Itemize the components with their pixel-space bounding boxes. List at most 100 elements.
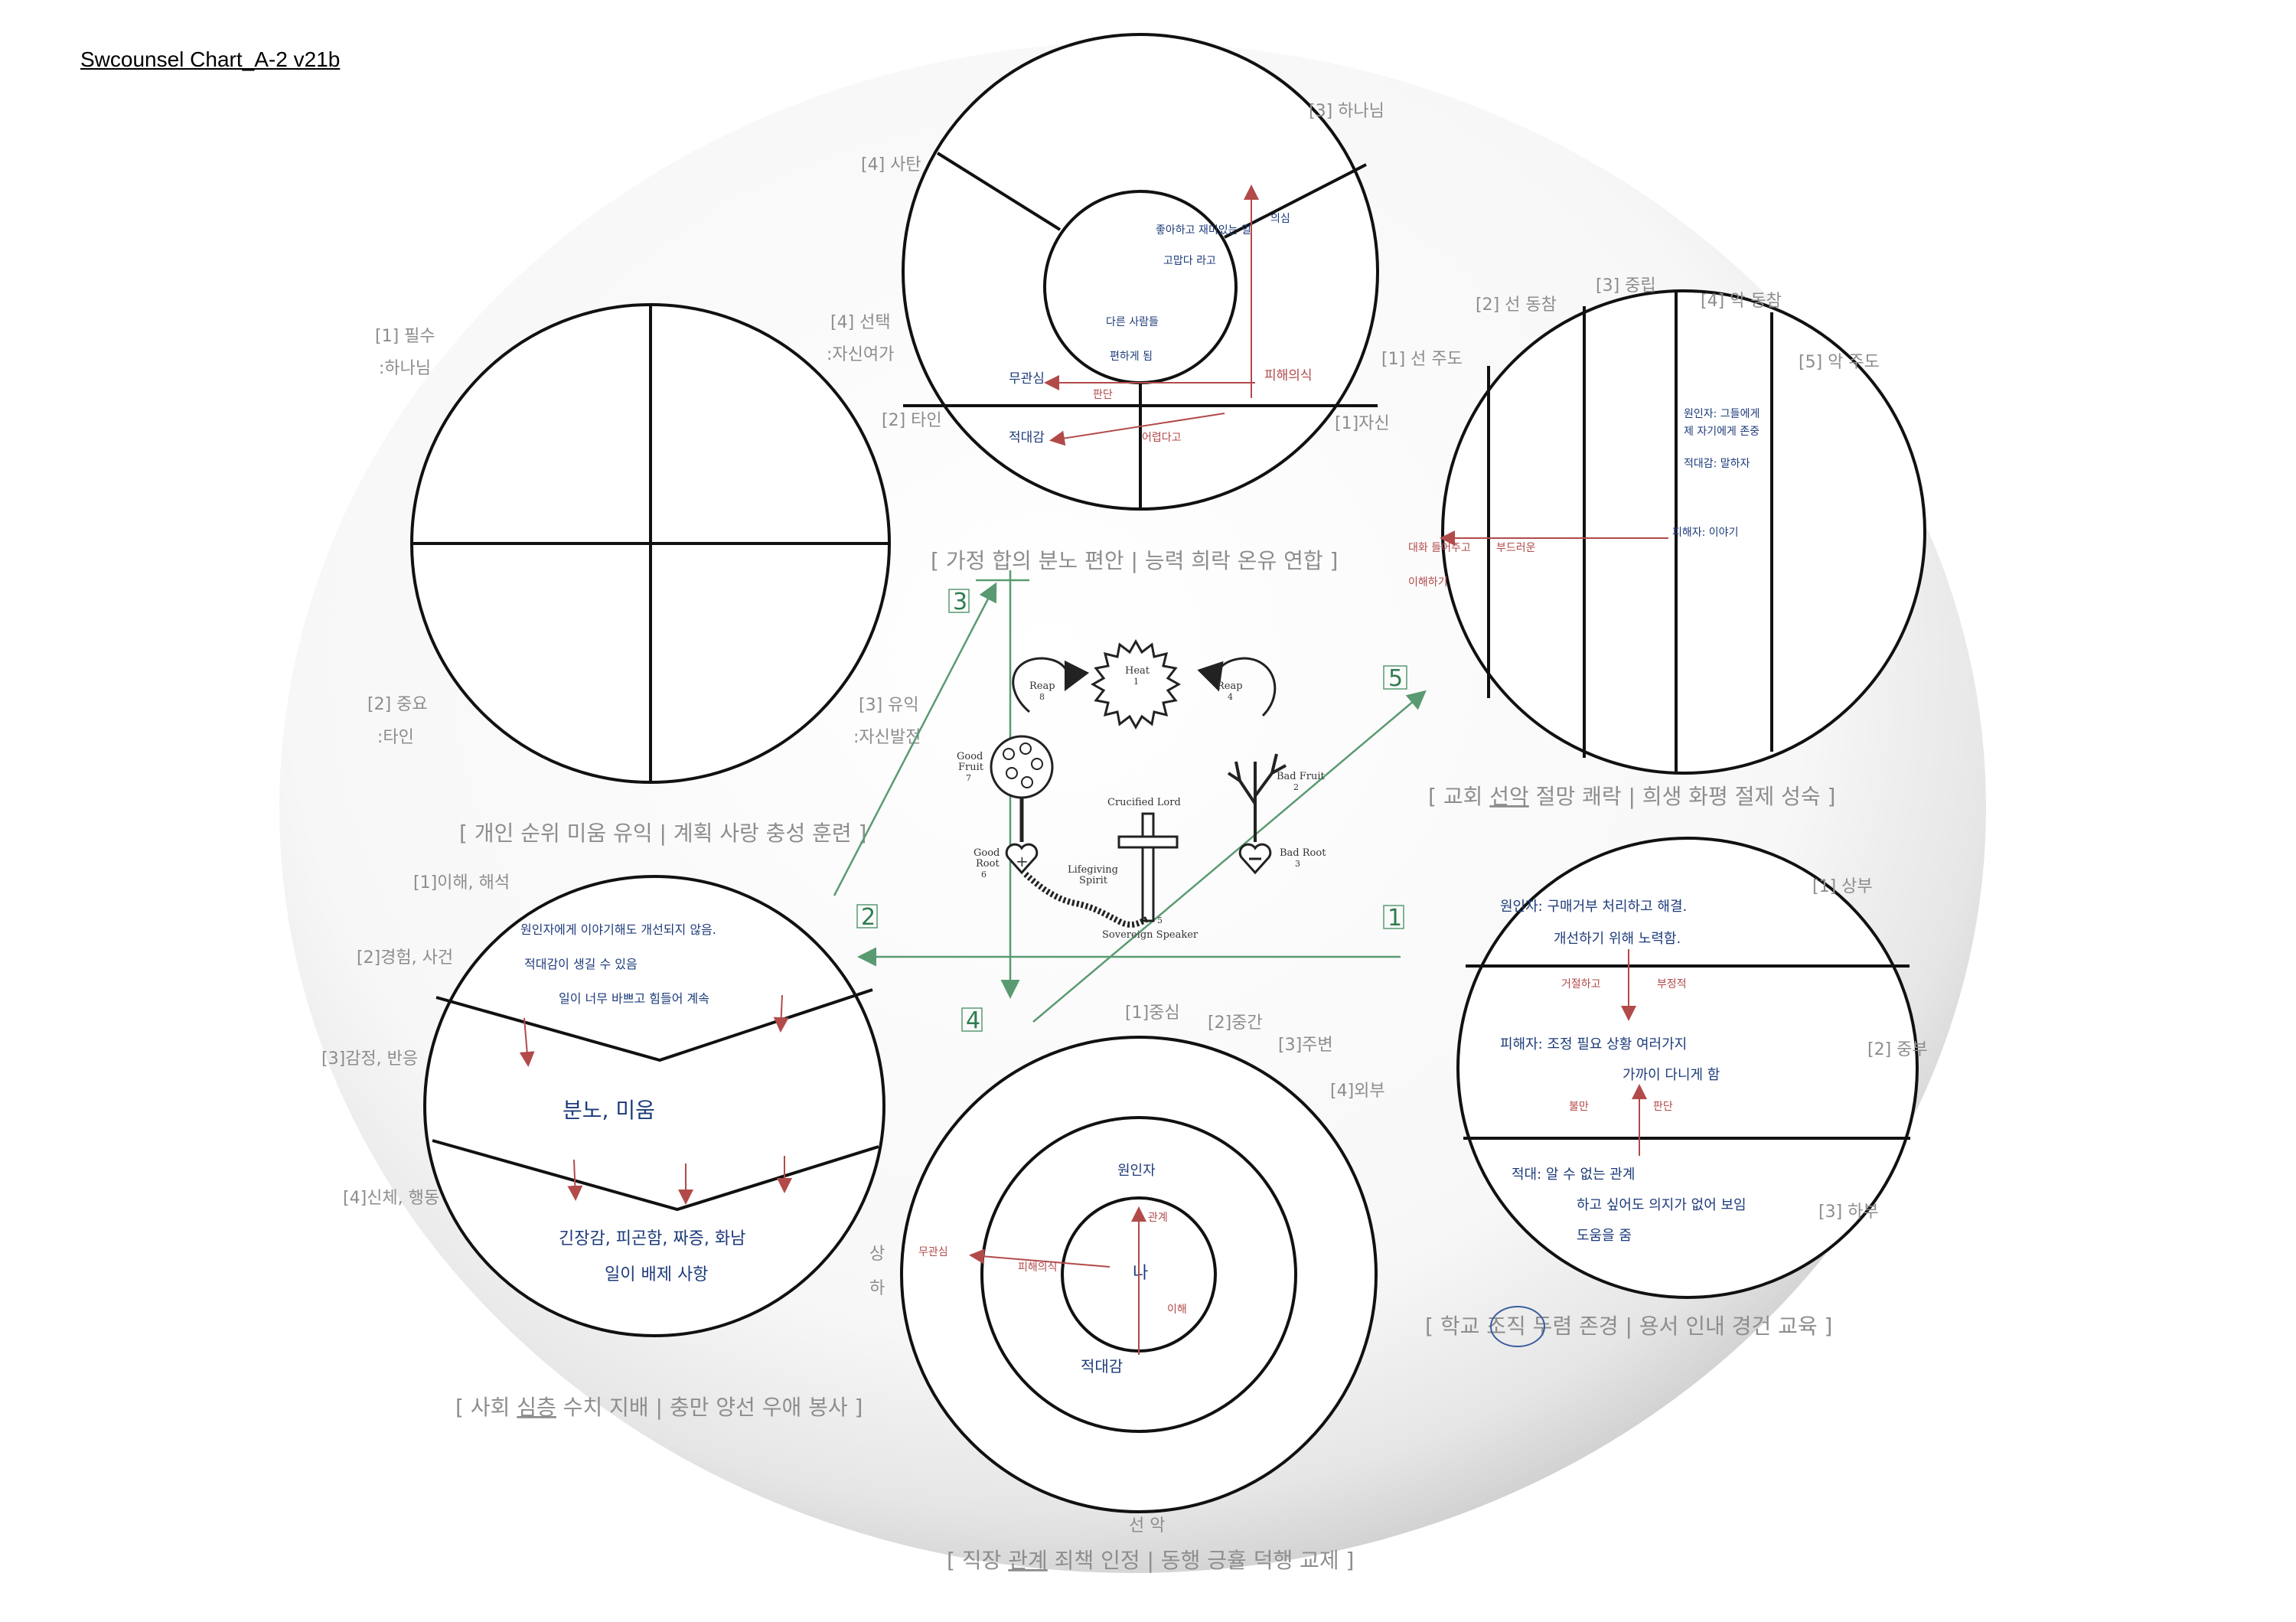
bottom-left-circle-group: [1]이해, 해석 [2]경험, 사건 [3]감정, 반응 [4]신체, 행동 … — [321, 873, 885, 1420]
bottom-right-circle — [1456, 837, 1919, 1299]
bad-fruit-number: 2 — [1293, 782, 1299, 792]
right-note-blue-3: 적대감: 말하자 — [1684, 458, 1750, 470]
br-note-blue-2: 개선하기 위해 노력함. — [1554, 931, 1681, 947]
top-caption: [ 가정 합의 분노 편안 | 능력 희락 온유 연합 ] — [931, 548, 1338, 573]
right-caption-highlight: 선악 — [1489, 784, 1529, 809]
br-note-red-4: 판단 — [1653, 1101, 1673, 1113]
top-note-blue-2: 적대감 — [1009, 430, 1045, 445]
right-caption-post: 절망 쾌락 | 희생 화평 절제 성숙 ] — [1529, 784, 1836, 809]
reap-left-arrow — [1012, 657, 1090, 713]
br-caption-circle-mark — [1490, 1306, 1545, 1347]
bottom-caption-highlight: 관계 — [1008, 1548, 1048, 1573]
reap-right-number: 4 — [1228, 692, 1233, 702]
right-note-blue-2: 제 자기에게 존중 — [1684, 426, 1760, 438]
top-inner-note-2: 고맙다 라고 — [1163, 255, 1216, 267]
top-note-blue-1: 무관심 — [1009, 371, 1045, 387]
top-label-leisure: :자신여가 — [827, 345, 894, 364]
bl-arrow-3 — [567, 1159, 583, 1201]
bottom-left-circle — [423, 875, 885, 1337]
top-label-satan: [4] 사탄 — [861, 155, 921, 175]
bottom-note-red-4: 이해 — [1167, 1304, 1187, 1316]
bl-label-body: [4]신체, 행동 — [343, 1189, 439, 1208]
br-label-lower: [3] 하부 — [1818, 1203, 1879, 1222]
reap-right-label: Reap — [1217, 680, 1243, 692]
top-note-red-2: 판단 — [1093, 389, 1113, 401]
step-box-4 — [961, 1007, 983, 1032]
cross-vertical — [1141, 812, 1155, 922]
right-circle-group: [1] 선 주도 [2] 선 동참 [3] 중립 [4] 악 동참 [5] 악 … — [1381, 276, 1926, 809]
bottom-note-blue-2: 나 — [1133, 1264, 1148, 1283]
bad-root-number: 3 — [1295, 859, 1300, 869]
top-inner-note-3: 다른 사람들 — [1106, 316, 1159, 328]
br-label-middle: [2] 중부 — [1867, 1040, 1928, 1059]
br-caption-pre: [ 학교 — [1425, 1314, 1486, 1339]
bottom-label-outer: [3]주변 — [1278, 1036, 1333, 1055]
top-divider-right — [1224, 163, 1367, 239]
cross-horizontal — [1117, 835, 1179, 849]
top-note-red-4: 의심 — [1270, 213, 1290, 225]
bl-caption-post: 수치 지배 | 충만 양선 우애 봉사 ] — [556, 1395, 863, 1420]
heat-number: 1 — [1133, 677, 1139, 687]
bottom-caption: [ 직장 관계 죄책 인정 | 동행 긍휼 덕행 교제 ] — [947, 1548, 1354, 1573]
step-box-1 — [1383, 905, 1404, 929]
crucified-lord-label: Crucified Lord — [1107, 797, 1181, 808]
br-note-blue-5: 적대: 알 수 없는 관계 — [1512, 1167, 1635, 1183]
br-note-red-1: 거절하고 — [1561, 978, 1601, 990]
heat-label: Heat — [1125, 665, 1150, 677]
br-note-red-3: 불만 — [1569, 1101, 1589, 1113]
bottom-right-caption: [ 학교 조직 두렴 존경 | 용서 인내 경건 교육 ] — [1425, 1314, 1832, 1339]
top-note-red-1: 피해의식 — [1264, 368, 1313, 383]
step-1-label: 1 — [1388, 905, 1402, 932]
bl-label-understanding: [1]이해, 해석 — [413, 873, 510, 893]
cycle-arrow-up-left — [833, 582, 997, 896]
bl-note-2: 적대감이 생길 수 있음 — [524, 957, 638, 971]
top-label-choice: [4] 선택 — [830, 313, 891, 332]
bl-caption-pre: [ 사회 — [455, 1395, 517, 1420]
left-circle-group: [1] 필수 :하나님 [2] 중요 :타인 [3] 유익 :자신발전 [ 개인… — [367, 303, 921, 846]
bl-arrow-1 — [519, 1017, 535, 1067]
reap-right-arrow — [1197, 657, 1277, 717]
fruit-icon-4 — [1006, 767, 1018, 779]
cycle-arrows: 3 2 4 1 5 — [833, 570, 1427, 1034]
top-inner-note-4: 편하게 됨 — [1110, 351, 1153, 363]
bl-label-experience: [2]경험, 사건 — [357, 948, 453, 968]
br-note-blue-4: 가까이 다니게 함 — [1623, 1067, 1720, 1083]
good-root-number: 6 — [981, 870, 987, 880]
top-inner-note-1: 좋아하고 재미있는 일 — [1156, 224, 1251, 237]
br-label-upper: [1] 상부 — [1812, 877, 1873, 896]
bottom-label-center: [1]중심 — [1125, 1004, 1180, 1023]
bl-caption-highlight: 심층 — [517, 1395, 556, 1420]
top-label-self: [1]자신 — [1335, 414, 1390, 433]
left-label-others: :타인 — [377, 728, 414, 747]
bottom-note-red-3: 관계 — [1148, 1212, 1168, 1224]
good-root-heart-icon — [1005, 843, 1039, 875]
cycle-arrow-up-right — [1032, 690, 1427, 1023]
good-fruit-label: Good — [957, 751, 983, 762]
top-divider-left — [936, 152, 1062, 231]
lifegiving-label: Lifegiving — [1068, 864, 1118, 876]
right-label-good-join: [2] 선 동참 — [1476, 295, 1557, 315]
spirit-number: 5 — [1157, 915, 1163, 925]
fruit-icon-1 — [1003, 748, 1015, 760]
right-note-blue-4: 피해자: 이야기 — [1672, 527, 1738, 539]
right-note-red-2: 부드러운 — [1496, 542, 1536, 554]
bad-root-label: Bad Root — [1280, 847, 1326, 859]
right-caption: [ 교회 선악 절망 쾌락 | 희생 화평 절제 성숙 ] — [1428, 784, 1835, 809]
step-4-label: 4 — [966, 1007, 980, 1034]
good-root-plus: + — [1016, 852, 1029, 870]
fruit-icon-2 — [1019, 742, 1032, 755]
good-fruit-label-2: Fruit — [958, 762, 984, 773]
bottom-note-blue-1: 원인자 — [1117, 1163, 1156, 1179]
sovereign-speaker-label: Sovereign Speaker — [1102, 929, 1199, 941]
top-label-others: [2] 타인 — [882, 411, 942, 430]
step-2-label: 2 — [861, 904, 876, 931]
left-label-god: :하나님 — [379, 359, 431, 378]
fruit-icon-3 — [1031, 758, 1043, 770]
step-5-label: 5 — [1388, 665, 1403, 692]
reap-left-number: 8 — [1039, 692, 1045, 702]
right-caption-pre: [ 교회 — [1428, 784, 1489, 809]
bottom-note-red-2: 피해의식 — [1018, 1261, 1058, 1274]
bottom-side-down: 하 — [869, 1279, 885, 1298]
bottom-note-blue-3: 적대감 — [1081, 1357, 1123, 1376]
